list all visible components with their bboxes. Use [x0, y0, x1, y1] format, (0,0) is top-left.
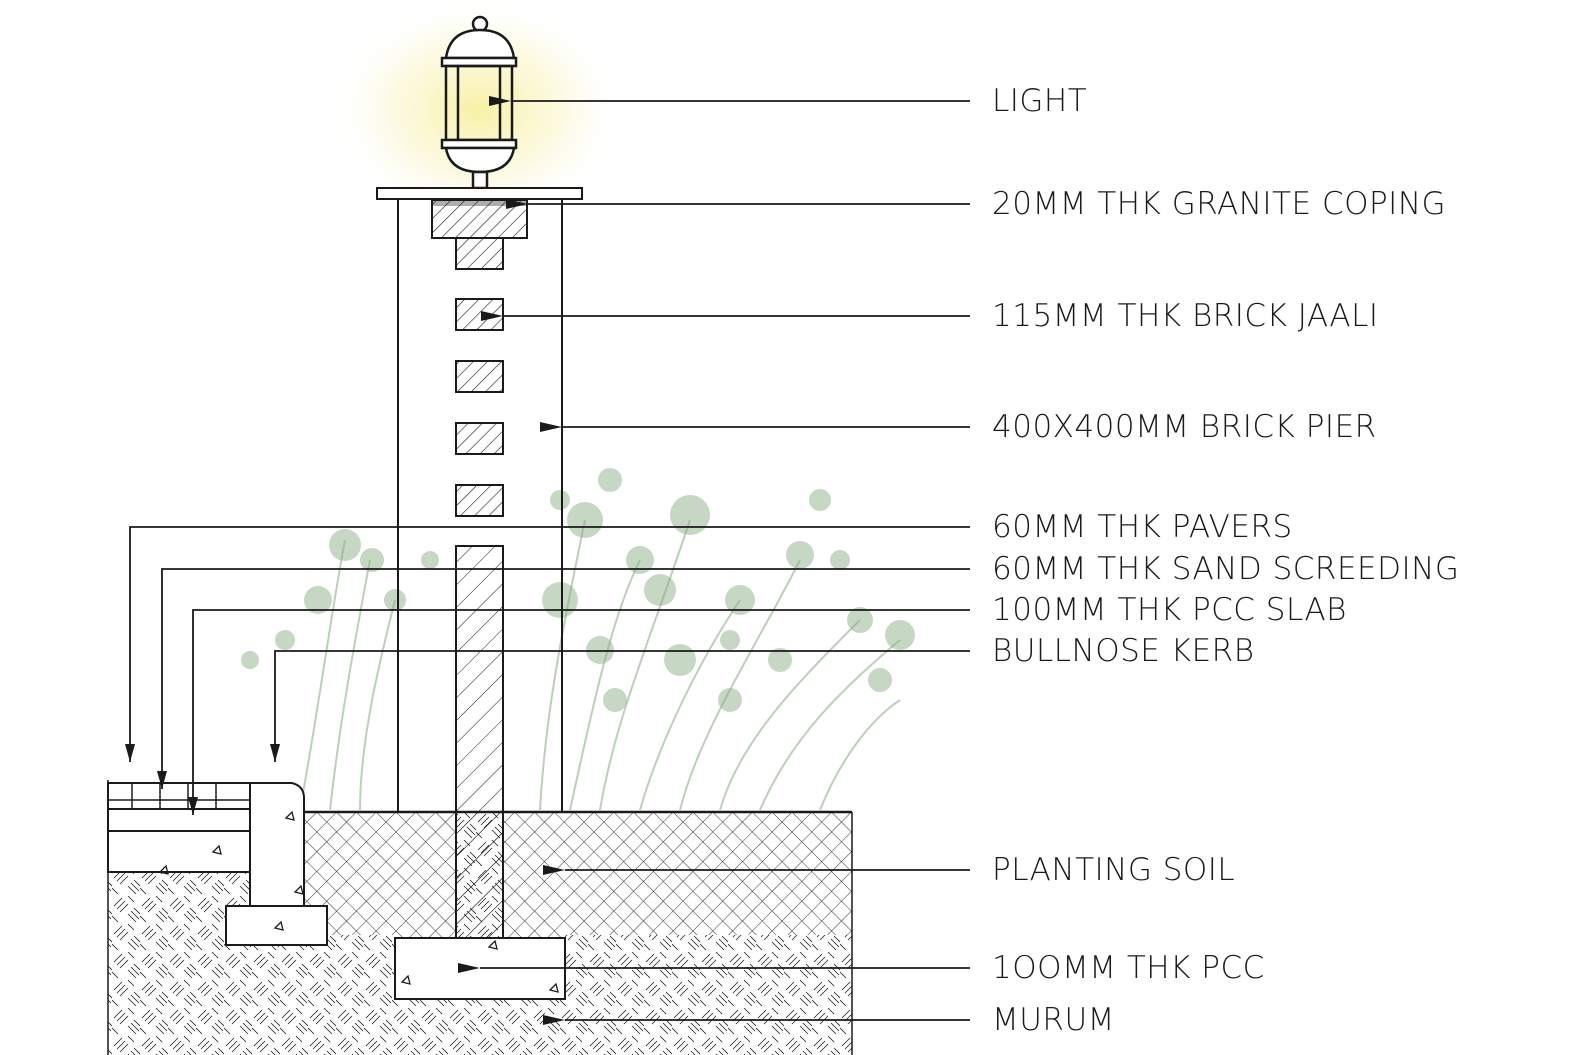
label-sand-screeding: 60MM THK SAND SCREEDING	[992, 551, 1460, 587]
flower-heads	[241, 468, 915, 712]
lamp	[440, 15, 518, 190]
label-murum: MURUM	[992, 1002, 1115, 1038]
label-pcc-slab: 100MM THK PCC SLAB	[992, 592, 1347, 628]
label-granite-coping: 20MM THK GRANITE COPING	[992, 186, 1447, 222]
label-pavers: 60MM THK PAVERS	[992, 509, 1293, 545]
light-glow	[328, 0, 628, 225]
label-brick-pier: 400X400MM BRICK PIER	[992, 409, 1377, 445]
label-brick-jaali: 115MM THK BRICK JAALI	[992, 298, 1379, 334]
brick-jaali	[455, 237, 504, 517]
bullnose-kerb	[249, 782, 305, 907]
label-pcc: 1OOMM THK PCC	[992, 950, 1265, 986]
label-planting-soil: PLANTING SOIL	[992, 852, 1236, 888]
label-light: LIGHT	[992, 83, 1088, 119]
planting-illustration	[299, 519, 901, 811]
label-bullnose-kerb: BULLNOSE KERB	[992, 633, 1255, 669]
leader-lines	[125, 96, 970, 1025]
granite-coping	[376, 187, 583, 200]
kerb-footing	[225, 905, 328, 946]
paving-layers	[107, 782, 251, 873]
